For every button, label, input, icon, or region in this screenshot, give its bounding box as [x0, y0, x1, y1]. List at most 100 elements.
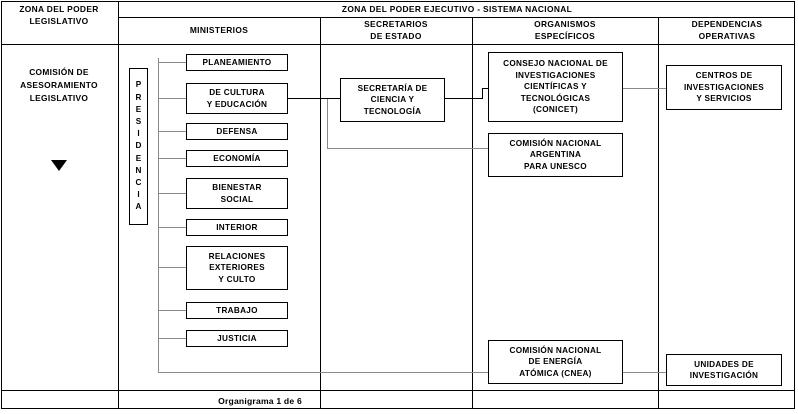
down-triangle-icon [51, 160, 67, 171]
ministerio-interior-line1: INTERIOR [216, 222, 258, 232]
legislativo-line1: COMISIÓN DE [29, 67, 89, 77]
legislativo-line3: LEGISLATIVO [29, 93, 89, 103]
header-zona-legislativo: ZONA DEL PODER LEGISLATIVO [2, 3, 116, 27]
conicet-line5: (CONICET) [533, 105, 578, 115]
unesco-line2: ARGENTINA [529, 150, 582, 160]
dependencia-unidades-investigacion[interactable]: UNIDADES DE INVESTIGACIÓN [666, 354, 782, 386]
unesco-line1: COMISIÓN NACIONAL [509, 138, 602, 148]
divider-legislativo [118, 1, 119, 409]
centros-line3: Y SERVICIOS [696, 94, 752, 104]
cnea-line1: COMISIÓN NACIONAL [509, 345, 602, 355]
link-conicet-to-centros [623, 88, 676, 89]
presidencia-letter-2: E [135, 104, 142, 114]
legislativo-line2: ASESORAMIENTO [20, 80, 98, 90]
secyt-line2: CIENCIA Y [370, 95, 415, 105]
link-secyt-to-conicet-h [445, 98, 482, 99]
ministerio-planeamiento[interactable]: PLANEAMIENTO [186, 54, 288, 71]
ministerio-defensa-line1: DEFENSA [216, 126, 258, 136]
centros-line2: INVESTIGACIONES [683, 82, 765, 92]
secyt-line1: SECRETARÍA DE [357, 83, 428, 93]
branch-defensa [158, 131, 186, 132]
link-cnea-to-unidades [623, 372, 673, 373]
centros-line1: CENTROS DE [695, 71, 753, 81]
link-secyt-to-unesco-v [327, 98, 328, 148]
dependencia-centros-investigaciones-servicios[interactable]: CENTROS DE INVESTIGACIONES Y SERVICIOS [666, 65, 782, 110]
ministerio-cultura-line2: Y EDUCACIÓN [206, 99, 268, 109]
divider-secretarios [472, 17, 473, 409]
presidencia-letter-1: R [135, 92, 142, 102]
comision-asesoramiento-legislativo: COMISIÓN DE ASESORAMIENTO LEGISLATIVO [4, 66, 114, 105]
ministerio-justicia-line1: JUSTICIA [217, 333, 257, 343]
branch-trabajo [158, 310, 186, 311]
branch-cultura [158, 98, 186, 99]
branch-economia [158, 158, 186, 159]
link-secyt-to-conicet-v [482, 88, 483, 99]
presidencia-letter-6: E [135, 153, 142, 163]
ministerio-relaciones-line3: Y CULTO [218, 274, 256, 284]
header-col-secretarios-line2: DE ESTADO [370, 31, 422, 41]
conicet-line4: TECNOLÓGICAS [520, 93, 591, 103]
ministerio-relaciones-line2: EXTERIORES [209, 263, 265, 273]
header-zona-legislativo-line2: LEGISLATIVO [29, 16, 89, 26]
presidencia-letter-4: I [137, 129, 140, 139]
conicet-line3: CIENTÍFICAS Y [524, 82, 587, 92]
ministerio-justicia[interactable]: JUSTICIA [186, 330, 288, 347]
conicet-line2: INVESTIGACIONES [515, 70, 596, 80]
presidencia-letter-0: P [135, 80, 142, 90]
header-col-dependencias-line2: OPERATIVAS [698, 31, 756, 41]
secretaria-ciencia-tecnologia[interactable]: SECRETARÍA DE CIENCIA Y TECNOLOGÍA [340, 78, 445, 122]
organismo-comision-unesco[interactable]: COMISIÓN NACIONAL ARGENTINA PARA UNESCO [488, 133, 623, 177]
organismo-conicet[interactable]: CONSEJO NACIONAL DE INVESTIGACIONES CIEN… [488, 52, 623, 122]
ministerio-economia[interactable]: ECONOMÍA [186, 150, 288, 167]
ministerio-bienestar-social[interactable]: BIENESTAR SOCIAL [186, 178, 288, 209]
link-cultura-to-secyt [288, 98, 343, 99]
header-col-secretarios-line1: SECRETARIOS [364, 19, 428, 29]
cnea-line2: DE ENERGÍA [528, 357, 583, 367]
header-col-ministerios: MINISTERIOS [120, 24, 318, 36]
header-col-secretarios: SECRETARIOS DE ESTADO [322, 18, 470, 42]
ministerio-relaciones-exteriores-culto[interactable]: RELACIONES EXTERIORES Y CULTO [186, 246, 288, 290]
header-col-organismos-line2: ESPECÍFICOS [534, 31, 596, 41]
presidencia-box[interactable]: P R E S I D E N C I A [129, 68, 148, 225]
divider-organismos [658, 17, 659, 409]
divider-ministerios [320, 17, 321, 409]
organismo-cnea[interactable]: COMISIÓN NACIONAL DE ENERGÍA ATÓMICA (CN… [488, 340, 623, 384]
ministerio-interior[interactable]: INTERIOR [186, 219, 288, 236]
ministerio-trabajo-line1: TRABAJO [216, 305, 258, 315]
ministerio-economia-line1: ECONOMÍA [213, 153, 261, 163]
presidencia-letter-9: I [137, 190, 140, 200]
branch-planeamiento [158, 62, 186, 63]
branch-interior [158, 227, 186, 228]
ministerio-relaciones-line1: RELACIONES [208, 251, 266, 261]
ministerio-trabajo[interactable]: TRABAJO [186, 302, 288, 319]
link-secyt-to-unesco-h [327, 148, 488, 149]
unesco-line3: PARA UNESCO [524, 161, 587, 171]
caption-rule [1, 390, 794, 391]
ministerio-bienestar-line2: SOCIAL [220, 194, 254, 204]
branch-bienestar [158, 193, 186, 194]
trunk-to-cnea-line [158, 372, 492, 373]
header-zona-legislativo-line1: ZONA DEL PODER [19, 4, 99, 14]
ministerio-bienestar-line1: BIENESTAR [212, 183, 262, 192]
header-col-organismos: ORGANISMOS ESPECÍFICOS [474, 18, 656, 42]
presidencia-letter-10: A [135, 202, 142, 212]
ministerio-cultura-educacion[interactable]: DE CULTURA Y EDUCACIÓN [186, 83, 288, 114]
ministerio-cultura-line1: DE CULTURA [209, 88, 265, 97]
ministerio-planeamiento-line1: PLANEAMIENTO [202, 57, 272, 67]
unidades-line1: UNIDADES DE [694, 359, 754, 369]
header-col-dependencias: DEPENDENCIAS OPERATIVAS [660, 18, 794, 42]
header-col-organismos-line1: ORGANISMOS [534, 19, 596, 29]
presidencia-letter-3: S [135, 116, 142, 126]
presidencia-letter-7: N [135, 165, 142, 175]
secyt-line3: TECNOLOGÍA [363, 106, 422, 116]
branch-relaciones [158, 267, 186, 268]
header-rule-bottom [1, 44, 794, 45]
ministerio-defensa[interactable]: DEFENSA [186, 123, 288, 140]
figure-caption: Organigrama 1 de 6 [218, 396, 302, 406]
branch-justicia [158, 338, 186, 339]
header-zona-ejecutivo: ZONA DEL PODER EJECUTIVO - SISTEMA NACIO… [341, 4, 573, 14]
header-col-dependencias-line1: DEPENDENCIAS [691, 19, 763, 29]
link-secyt-left-stub [327, 98, 340, 99]
